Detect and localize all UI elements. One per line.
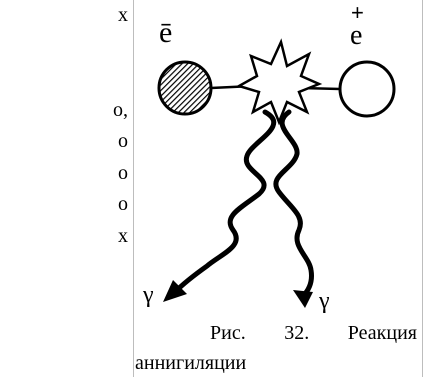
electron-particle [157, 60, 213, 116]
text-line: о [118, 161, 128, 184]
text-line: о [118, 130, 128, 152]
gamma-label-left: γ [142, 282, 154, 308]
annihilation-burst [235, 38, 323, 126]
gamma-label-right: γ [318, 288, 330, 314]
text-line [0, 63, 128, 95]
caption-number: 32. [284, 322, 310, 344]
text-line: х [118, 224, 128, 247]
gamma-arrow-left [163, 280, 187, 302]
figure-caption: Рис. 32. Реакция [210, 322, 417, 345]
text-line [0, 32, 128, 64]
gamma-arrow-right [293, 290, 313, 308]
caption-prefix: Рис. [210, 322, 246, 344]
gamma-ray-left [172, 109, 276, 295]
figure-frame [133, 0, 423, 377]
text-line: о [118, 193, 128, 215]
text-line: о, [113, 98, 128, 121]
figure-caption-line2: аннигиляции [135, 352, 247, 374]
annihilation-diagram: ē + e γ γ [142, 2, 396, 314]
caption-word: Реакция [347, 322, 417, 344]
positron-plus-label: + [351, 2, 364, 25]
positron-e-label: e [350, 20, 362, 51]
body-text-fragment: х о, о о о х [0, 0, 128, 320]
electron-label: ē [159, 16, 172, 49]
text-line: х [118, 4, 128, 26]
positron-particle [338, 60, 396, 118]
gamma-ray-right [273, 109, 314, 299]
